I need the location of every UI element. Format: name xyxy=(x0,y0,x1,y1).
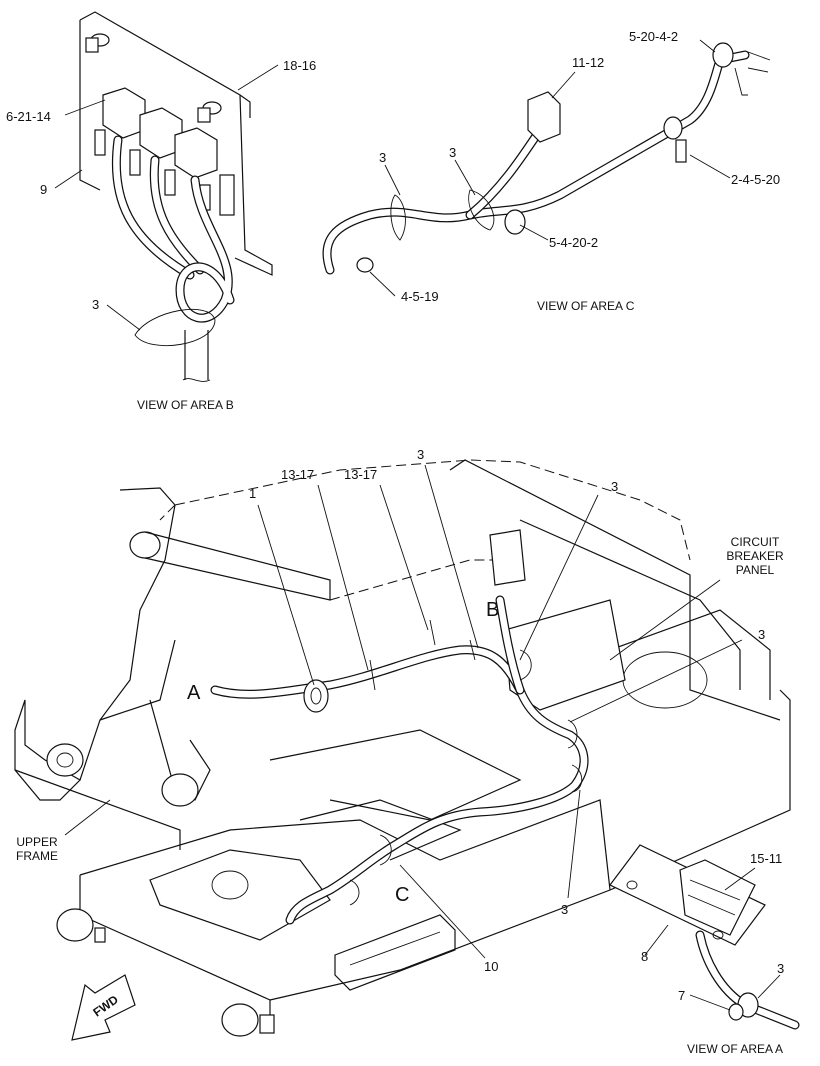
callout-13-17-left: 13-17 xyxy=(281,467,315,482)
callout-1: 1 xyxy=(249,486,257,501)
caption-view-area-a: VIEW OF AREA A xyxy=(687,1042,784,1056)
callout-15-11: 15-11 xyxy=(750,851,783,866)
callout-7: 7 xyxy=(678,988,686,1003)
callout-10: 10 xyxy=(484,959,499,974)
area-a-drawing xyxy=(609,844,800,1030)
area-b-drawing xyxy=(54,11,279,382)
main-frame-drawing xyxy=(14,459,791,1041)
callout-3-main-far-right: 3 xyxy=(758,627,766,642)
callout-3-main-right: 3 xyxy=(611,479,619,494)
callout-3-main-top: 3 xyxy=(417,447,425,462)
callout-18-16: 18-16 xyxy=(283,58,317,73)
caption-view-area-b: VIEW OF AREA B xyxy=(137,398,234,412)
callout-6-21-14: 6-21-14 xyxy=(6,109,51,124)
caption-view-area-c: VIEW OF AREA C xyxy=(537,299,635,313)
callout-3-main-bottom: 3 xyxy=(561,902,569,917)
callout-11-12: 11-12 xyxy=(572,55,605,70)
callout-3-area-c-right: 3 xyxy=(449,145,457,160)
area-letter-c: C xyxy=(395,884,410,906)
area-c-drawing xyxy=(322,39,771,297)
callout-13-17-right: 13-17 xyxy=(344,467,378,482)
callout-8: 8 xyxy=(641,949,649,964)
callout-4-5-19: 4-5-19 xyxy=(401,289,439,304)
upper-frame-label: UPPER FRAME xyxy=(16,835,58,863)
circuit-breaker-panel-label: CIRCUIT BREAKER PANEL xyxy=(726,535,784,577)
area-letter-b: B xyxy=(486,599,500,621)
callout-2-4-5-20: 2-4-5-20 xyxy=(731,172,781,187)
callout-3-area-a: 3 xyxy=(777,961,785,976)
callout-3-area-c-left: 3 xyxy=(379,150,387,165)
callout-5-4-20-2: 5-4-20-2 xyxy=(549,235,599,250)
callout-5-20-4-2: 5-20-4-2 xyxy=(629,29,679,44)
callout-9: 9 xyxy=(40,182,48,197)
callout-3-area-b: 3 xyxy=(92,297,100,312)
area-letter-a: A xyxy=(187,682,201,704)
